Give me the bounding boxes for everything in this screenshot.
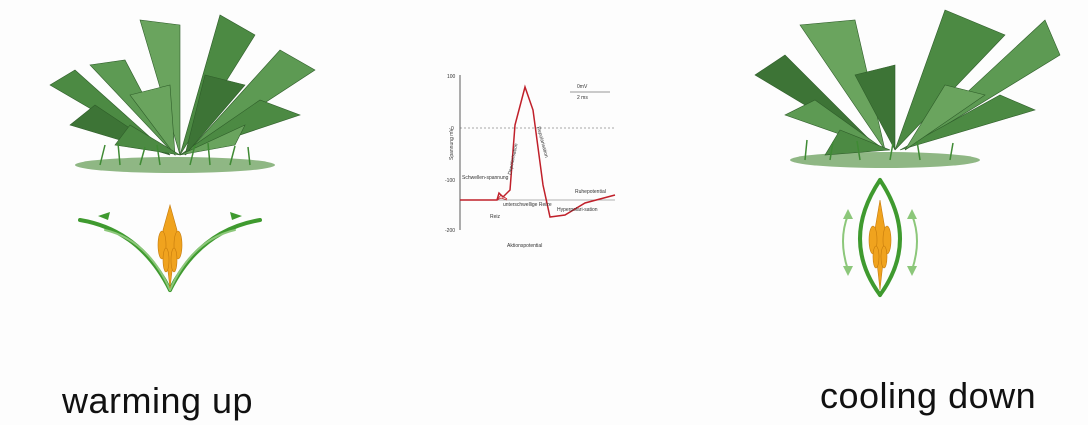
action-potential-graph: 100 0 -100 -200 Spannung mV Aktionspoten…	[445, 74, 616, 249]
right-plant-illustration	[754, 9, 1061, 168]
grass-base	[99, 142, 251, 166]
subthreshold-curves	[496, 194, 508, 201]
pot-rim	[790, 152, 980, 168]
tick-label-minus-100: -100	[445, 178, 455, 184]
pot-rim	[75, 157, 275, 173]
closed-petals	[842, 178, 918, 297]
closing-arrows	[843, 209, 917, 276]
depolarisation-label: Depolarisation	[507, 143, 520, 176]
x-axis-label: Aktionspotential	[507, 243, 542, 249]
open-flower-diagram	[78, 203, 262, 292]
tick-label-100: 100	[447, 74, 456, 80]
caption-cooling-down: cooling down	[820, 375, 1037, 416]
leaf-cluster	[49, 14, 316, 156]
subthreshold-label: unterschwellige Reize	[503, 202, 552, 208]
grass-base	[804, 139, 954, 161]
opening-arrows	[98, 212, 242, 220]
closed-flower-diagram	[842, 178, 918, 297]
anthers	[868, 199, 892, 291]
left-plant-illustration	[49, 14, 316, 173]
stimulus-label: Reiz	[490, 214, 501, 220]
scale-label-top: 0mV	[577, 84, 588, 90]
action-potential-curve	[460, 84, 616, 218]
tick-label-0: 0	[451, 126, 454, 132]
hyperpolarisation-label: Hyperpolari-sation	[557, 207, 598, 213]
leaf-cluster	[754, 9, 1061, 156]
threshold-label: Schwellen-spannung	[462, 175, 509, 181]
scale-label-bottom: 2 ms	[577, 95, 588, 101]
y-axis-label: Spannung mV	[449, 128, 455, 160]
tick-label-minus-200: -200	[445, 228, 455, 234]
resting-potential-label: Ruhepotential	[575, 189, 606, 195]
caption-warming-up: warming up	[62, 380, 254, 421]
open-petals	[78, 218, 262, 292]
anthers	[157, 203, 183, 289]
